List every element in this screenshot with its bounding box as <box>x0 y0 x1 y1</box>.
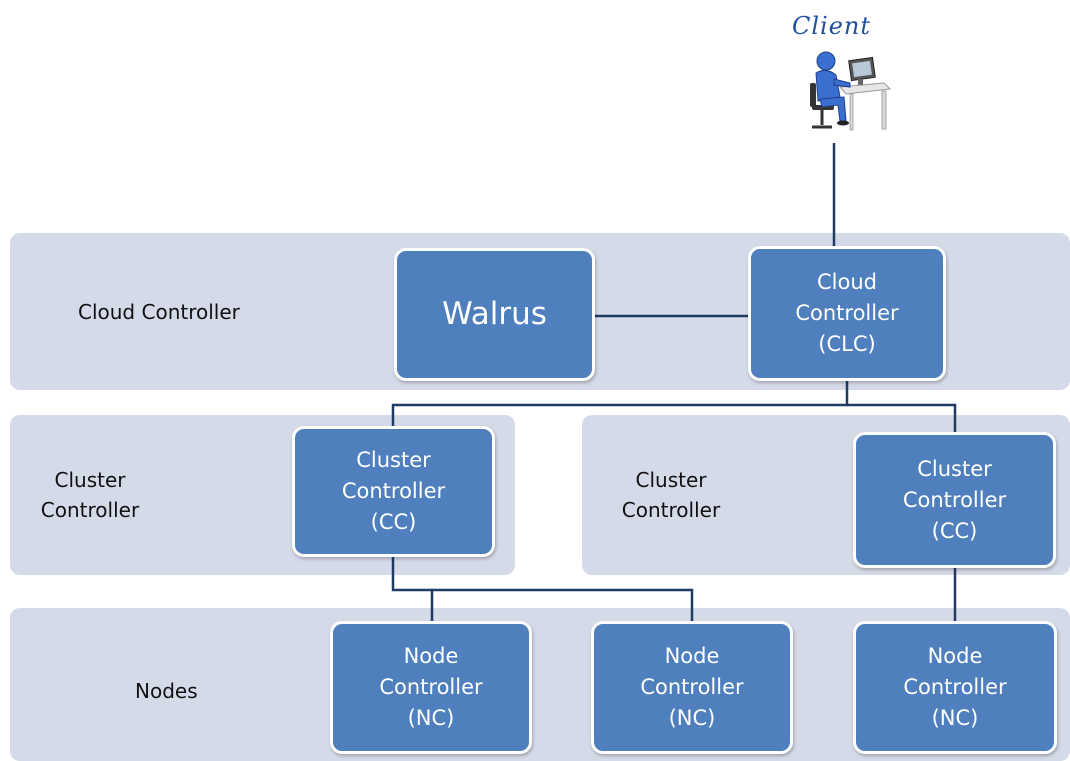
nodes-tier-label: Nodes <box>135 679 198 703</box>
cluster-controller-cc-box-right: Cluster Controller (CC) <box>853 432 1056 568</box>
cc-left-to-nc-line <box>391 555 694 623</box>
clc-to-cc-left-line <box>391 380 849 428</box>
cluster-controller-cc-box-left: Cluster Controller (CC) <box>292 426 495 557</box>
client-label: Client <box>792 12 872 40</box>
cloud-controller-clc-box: Cloud Controller (CLC) <box>748 246 946 381</box>
node-controller-nc-box-2: Node Controller (NC) <box>591 621 793 754</box>
cloud-controller-tier-label: Cloud Controller <box>78 300 240 324</box>
node-controller-nc-box-3: Node Controller (NC) <box>853 621 1057 754</box>
clc-to-cc-right-line <box>847 403 957 432</box>
walrus-box: Walrus <box>394 248 595 381</box>
cluster-controller-tier-label-right: Cluster Controller <box>621 468 721 522</box>
node-controller-nc-box-1: Node Controller (NC) <box>330 621 532 754</box>
person-at-computer-icon <box>800 47 892 143</box>
cluster-controller-tier-label-left: Cluster Controller <box>40 468 140 522</box>
